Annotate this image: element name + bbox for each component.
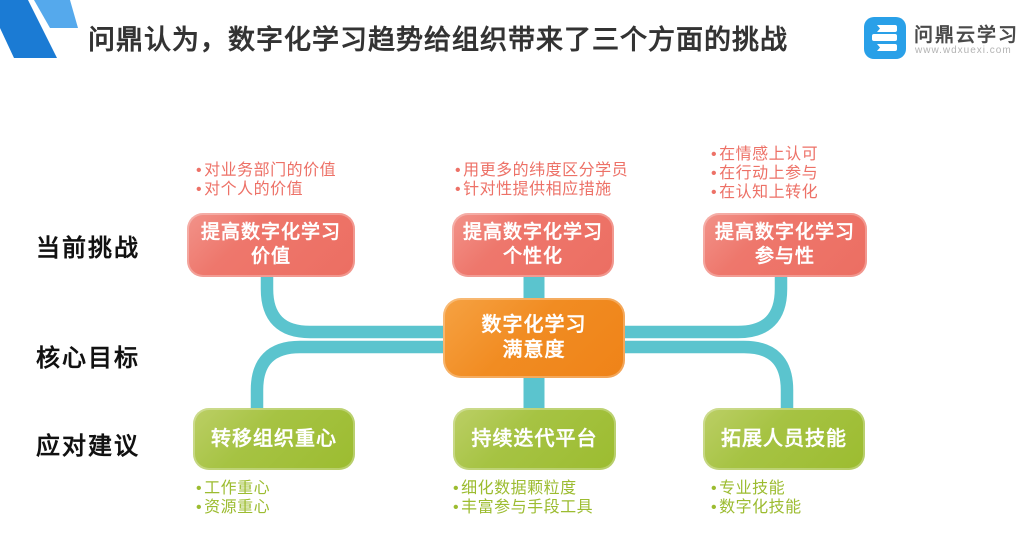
challenge-node-engagement: 提高数字化学习 参与性 (703, 213, 867, 277)
node-title: 转移组织重心 (211, 427, 337, 450)
bullet-item: 对业务部门的价值 (196, 161, 336, 180)
suggestion-2-bullets: 细化数据颗粒度 丰富参与手段工具 (453, 479, 593, 517)
bullet-item: 丰富参与手段工具 (453, 498, 593, 517)
bullet-item: 数字化技能 (711, 498, 802, 517)
bullet-item: 用更多的纬度区分学员 (455, 161, 628, 180)
challenge-node-personalization: 提高数字化学习 个性化 (452, 213, 614, 277)
challenge-node-value: 提高数字化学习 价值 (187, 213, 355, 277)
suggestion-node-shift-focus: 转移组织重心 (193, 408, 355, 470)
row-label-core-goal: 核心目标 (36, 345, 140, 372)
row-label-current-challenges: 当前挑战 (36, 235, 140, 262)
node-line2: 个性化 (502, 246, 563, 267)
logo-books-icon (864, 17, 906, 59)
corner-decoration-icon (0, 0, 78, 58)
suggestion-node-iterate-platform: 持续迭代平台 (453, 408, 616, 470)
bullet-item: 针对性提供相应措施 (455, 180, 628, 199)
node-line1: 提高数字化学习 (714, 222, 855, 244)
logo-name: 问鼎云学习 (914, 25, 1020, 46)
node-title: 拓展人员技能 (721, 427, 847, 450)
page-title: 问鼎认为，数字化学习趋势给组织带来了三个方面的挑战 (88, 25, 788, 55)
row-label-suggestions: 应对建议 (36, 433, 140, 460)
goal-node-satisfaction: 数字化学习 满意度 (443, 298, 625, 378)
bullet-item: 在行动上参与 (711, 164, 818, 183)
suggestion-1-bullets: 工作重心 资源重心 (196, 479, 270, 517)
bullet-item: 工作重心 (196, 479, 270, 498)
node-line1: 提高数字化学习 (462, 222, 603, 244)
bullet-item: 专业技能 (711, 479, 802, 498)
bullet-item: 细化数据颗粒度 (453, 479, 593, 498)
bullet-item: 资源重心 (196, 498, 270, 517)
suggestion-3-bullets: 专业技能 数字化技能 (711, 479, 802, 517)
node-line2: 参与性 (754, 246, 815, 267)
node-line1: 数字化学习 (481, 314, 587, 336)
logo: 问鼎云学习 www.wdxuexi.com (864, 16, 1017, 64)
node-line1: 提高数字化学习 (200, 222, 341, 244)
bullet-item: 在情感上认可 (711, 145, 818, 164)
suggestion-node-expand-skills: 拓展人员技能 (703, 408, 865, 470)
challenge-1-bullets: 对业务部门的价值 对个人的价值 (196, 161, 336, 199)
node-line2: 满意度 (502, 339, 566, 361)
logo-url: www.wdxuexi.com (915, 45, 1012, 56)
node-title: 持续迭代平台 (471, 427, 598, 450)
bullet-item: 对个人的价值 (196, 180, 336, 199)
challenge-2-bullets: 用更多的纬度区分学员 针对性提供相应措施 (455, 161, 628, 199)
challenge-3-bullets: 在情感上认可 在行动上参与 在认知上转化 (711, 145, 818, 202)
node-line2: 价值 (250, 246, 291, 267)
bullet-item: 在认知上转化 (711, 183, 818, 202)
